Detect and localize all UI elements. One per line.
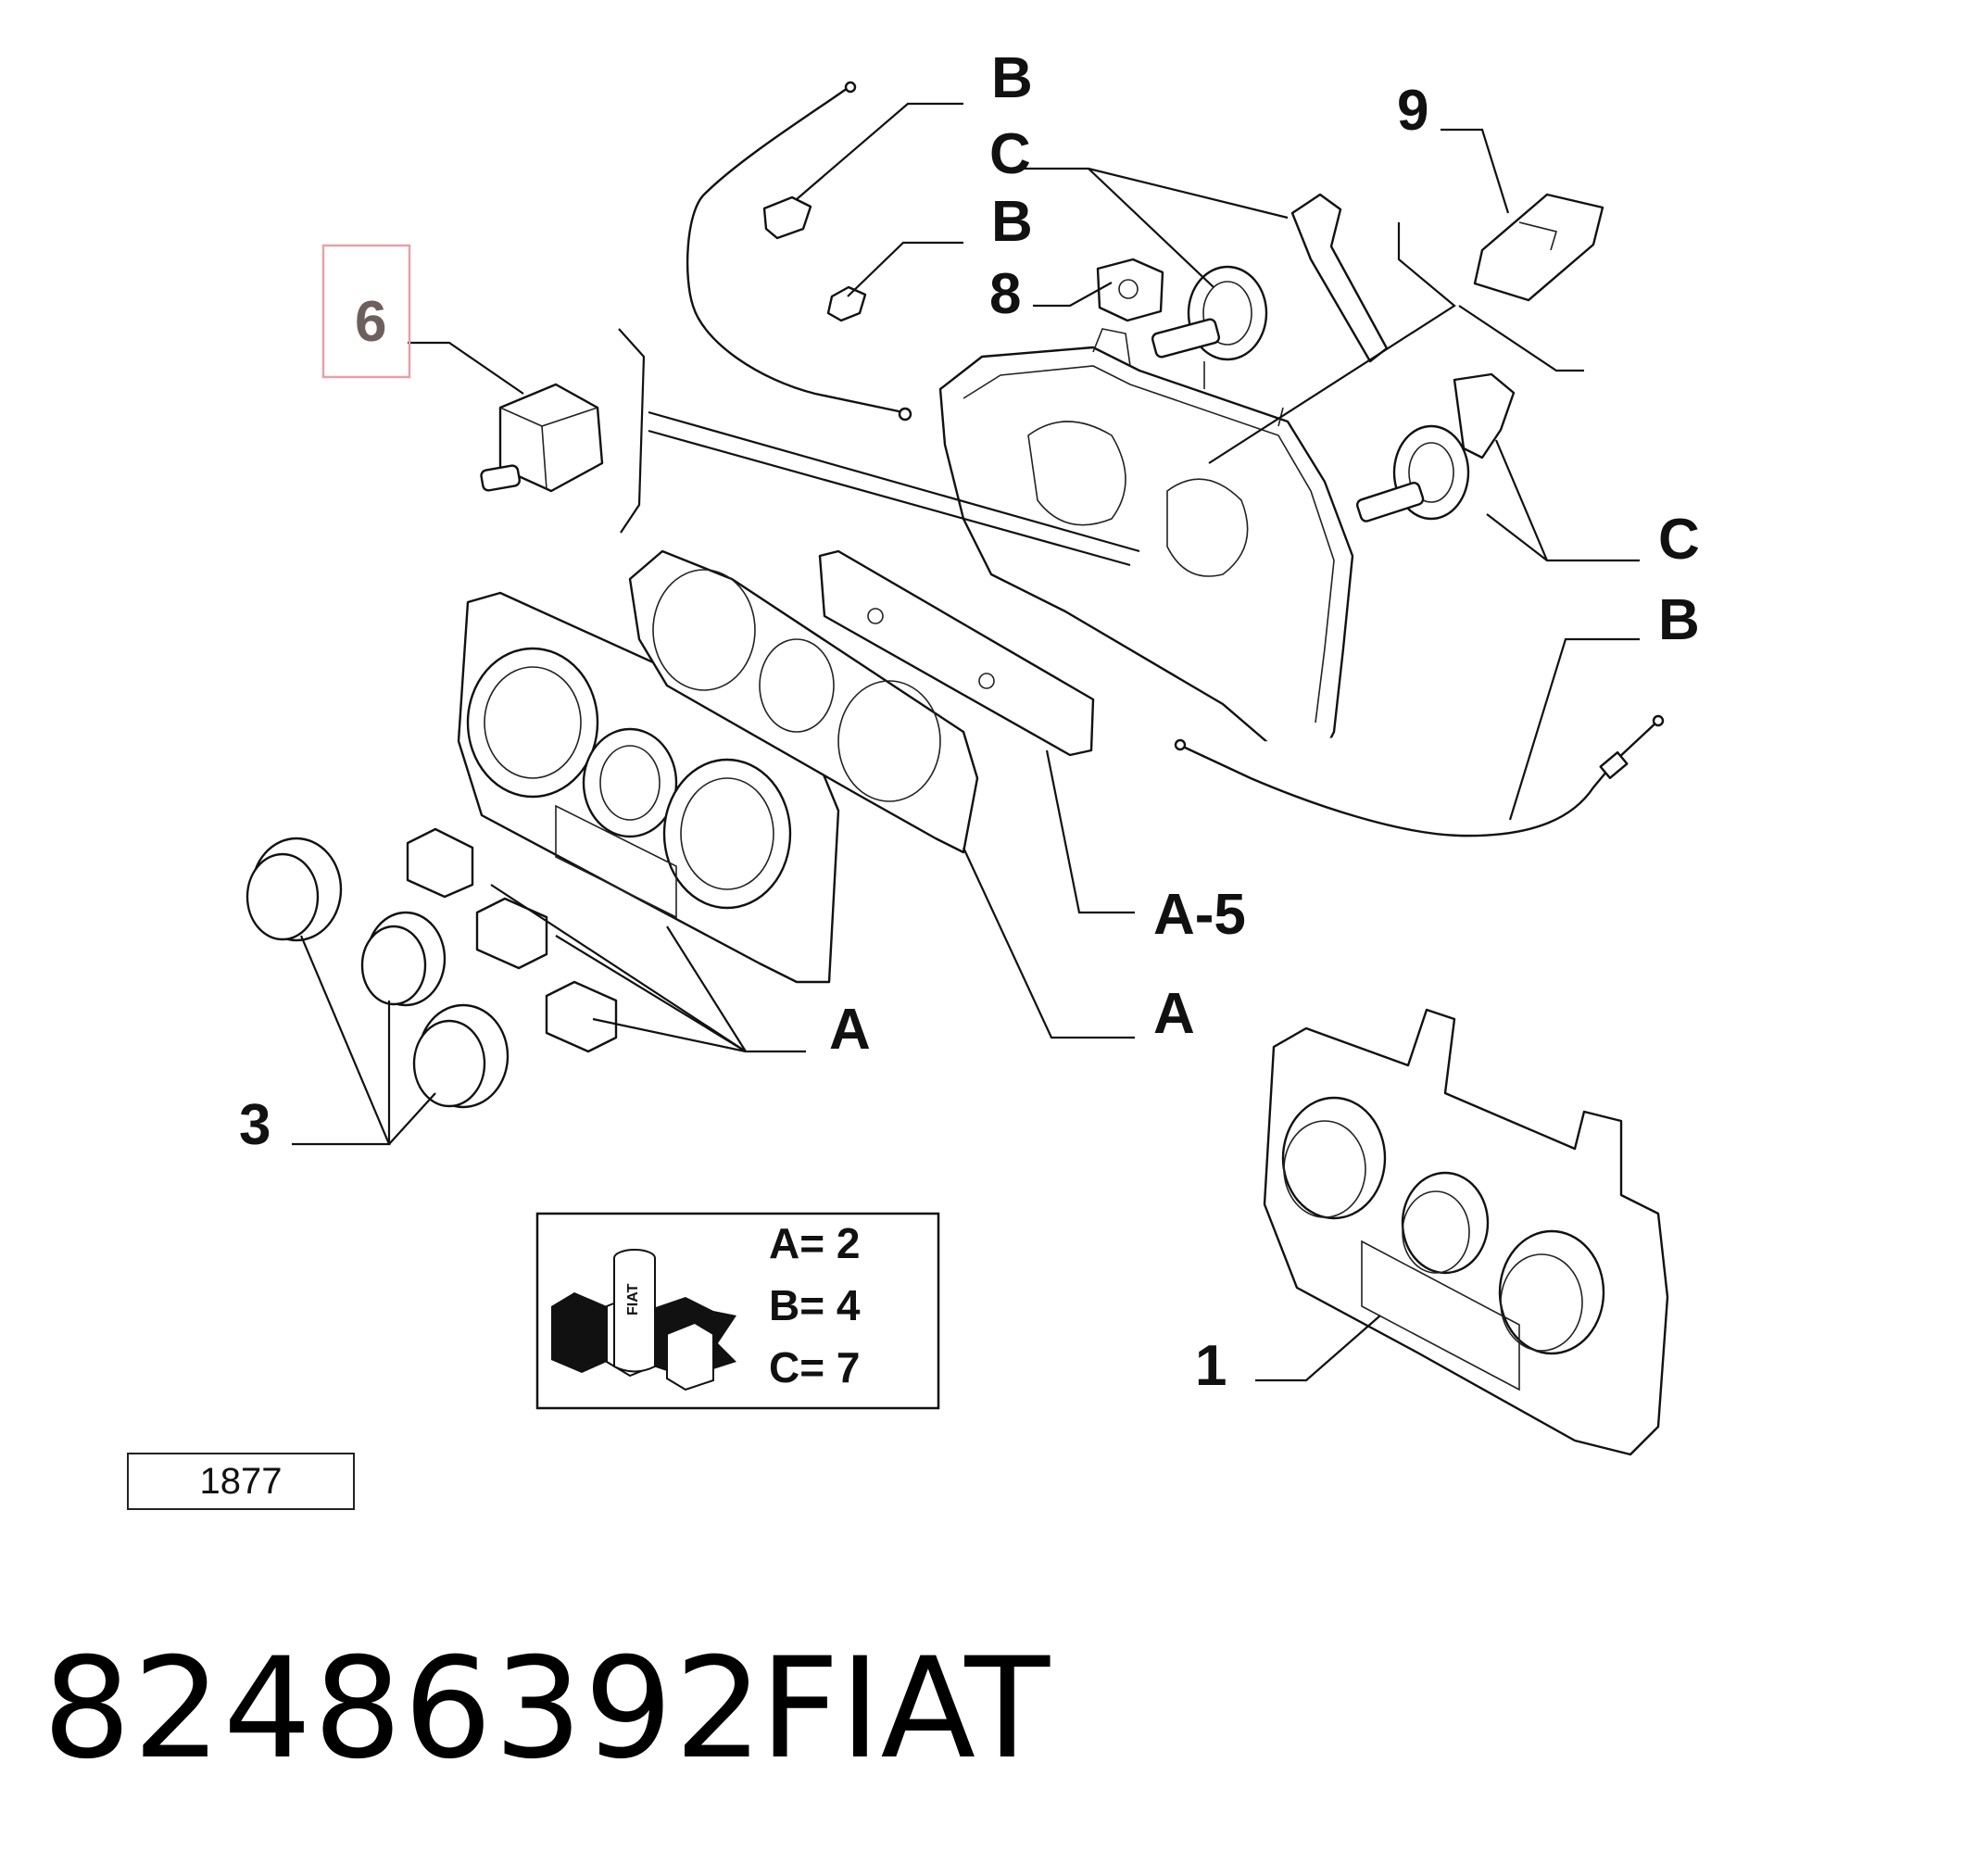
highlight-box-part-6 (321, 244, 411, 379)
actuator-part-6 (480, 383, 604, 493)
svg-text:FIAT: FIAT (625, 1283, 641, 1315)
exploded-parts-diagram: B C B 8 9 6 C B A-5 A A 3 1 FIAT A= 2 B=… (239, 46, 1700, 1456)
switch-buttons (406, 827, 618, 1053)
clip-part-8 (1096, 258, 1164, 322)
fiat-lubricant-logo: FIAT (551, 1249, 736, 1391)
callout-9: 9 (1397, 79, 1428, 143)
knob-shaft-upper (1151, 193, 1389, 363)
circuit-board (818, 549, 1095, 757)
inner-bezel (628, 549, 979, 854)
callout-a-right: A (1153, 982, 1195, 1046)
clip-b (826, 285, 867, 322)
callout-6: 6 (355, 290, 386, 354)
legend-line-b: B= 4 (769, 1281, 861, 1329)
callout-b-right: B (1658, 588, 1700, 652)
callout-c-right: C (1658, 508, 1700, 572)
reference-number-box: 1877 (127, 1453, 355, 1510)
knob-shaft-lower (1355, 372, 1516, 522)
callout-8: 8 (989, 262, 1021, 326)
callout-3: 3 (239, 1093, 271, 1157)
callout-b-top: B (991, 46, 1033, 110)
brand-name: FIAT (760, 1629, 1051, 1790)
callout-c-top: C (989, 122, 1031, 186)
callout-1: 1 (1195, 1334, 1227, 1398)
part-number: 82486392 (43, 1629, 765, 1790)
leader-lines (292, 102, 1640, 1382)
legend-line-c: C= 7 (769, 1343, 860, 1391)
knobs-part-3 (245, 837, 510, 1109)
callout-a-left: A (829, 998, 871, 1062)
cable-lower (1174, 714, 1665, 837)
switch-part-9 (1473, 193, 1604, 302)
group-bracket (618, 328, 1140, 567)
legend-line-a: A= 2 (769, 1219, 860, 1267)
front-fascia (457, 591, 840, 984)
assembled-control-unit (1263, 1008, 1669, 1456)
lubricant-legend: FIAT A= 2 B= 4 C= 7 (535, 1212, 940, 1410)
callout-b-mid: B (991, 190, 1033, 254)
callout-a-5: A-5 (1153, 883, 1246, 947)
cable-upper (686, 81, 912, 422)
